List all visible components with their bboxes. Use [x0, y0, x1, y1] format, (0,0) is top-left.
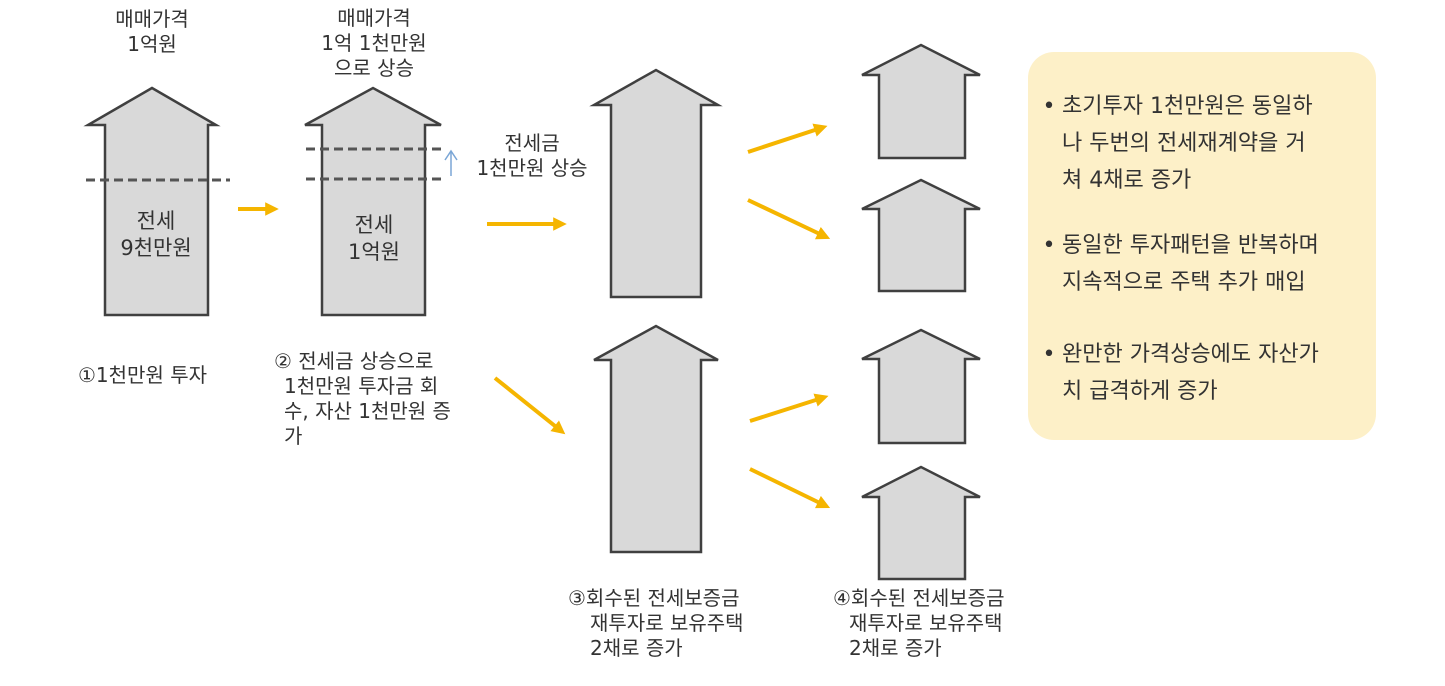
step-3-caption-line-3: 2채로 증가 [590, 636, 683, 660]
step-3-caption-line-2: 재투자로 보유주택 [590, 611, 744, 635]
house-1-price-line-2: 1억원 [127, 32, 177, 56]
house-2-price-label: 매매가격 1억 1천만원 으로 상승 [303, 6, 445, 81]
house-2-price-line-3: 으로 상승 [334, 56, 414, 80]
summary-bullet-2: • 동일한 투자패턴을 반복하며 지속적으로 주택 추가 매입 [1042, 227, 1368, 301]
house-1-inside-label: 전세 9천만원 [100, 208, 212, 262]
house-1-inside-line-1: 전세 [136, 209, 176, 233]
house-1-shape [83, 86, 221, 317]
house-2-inside-line-1: 전세 [354, 213, 394, 237]
summary-bullet-1-line-1: 초기투자 1천만원은 동일하 [1062, 94, 1313, 119]
bullet-dot-icon: • [1042, 94, 1056, 119]
step-1-caption-line-1: ①1천만원 투자 [78, 363, 208, 387]
arrow-house4-to-house8 [749, 467, 831, 509]
summary-bullet-1-line-2: 나 두번의 전세재계약을 거 [1062, 131, 1306, 156]
summary-bullet-1: • 초기투자 1천만원은 동일하 나 두번의 전세재계약을 거 쳐 4채로 증가 [1042, 88, 1368, 199]
step-1-caption: ①1천만원 투자 [78, 363, 207, 388]
summary-bullet-3-line-2: 치 급격하게 증가 [1062, 379, 1218, 404]
jeonse-rise-line-1: 전세금 [504, 131, 560, 155]
step-4-caption: ④회수된 전세보증금 재투자로 보유주택 2채로 증가 [833, 586, 1005, 661]
jeonse-rise-label: 전세금 1천만원 상승 [462, 131, 602, 181]
house-2-shape [304, 86, 442, 317]
house-2-inside-label: 전세 1억원 [318, 212, 430, 266]
house-4-large-shape [593, 324, 719, 554]
step-2-caption: ② 전세금 상승으로 1천만원 투자금 회 수, 자산 1천만원 증 가 [274, 349, 451, 449]
house-2-price-line-2: 1억 1천만원 [321, 31, 427, 55]
step-4-caption-line-1: ④회수된 전세보증금 [833, 586, 1005, 610]
arrow-house3-to-house6 [747, 198, 831, 240]
rise-small-arrow [444, 149, 458, 176]
step-2-caption-line-3: 수, 자산 1천만원 증 [284, 399, 451, 423]
house-1-price-line-1: 매매가격 [115, 7, 189, 31]
house-5-small-shape [861, 43, 981, 160]
summary-note-box: • 초기투자 1천만원은 동일하 나 두번의 전세재계약을 거 쳐 4채로 증가… [1028, 52, 1376, 440]
arrow-step2-to-house4 [493, 376, 566, 435]
summary-bullet-3-line-1: 완만한 가격상승에도 자산가 [1062, 342, 1319, 367]
house-1-price-label: 매매가격 1억원 [92, 7, 212, 57]
arrow-house4-to-house7 [749, 393, 829, 423]
step-2-caption-line-4: 가 [284, 424, 303, 448]
house-7-small-shape [861, 328, 981, 445]
summary-bullet-3: • 완만한 가격상승에도 자산가 치 급격하게 증가 [1042, 336, 1368, 410]
house-2-price-line-1: 매매가격 [337, 6, 411, 30]
summary-bullet-1-line-3: 쳐 4채로 증가 [1062, 168, 1192, 193]
house-6-small-shape [861, 178, 981, 293]
step-2-caption-line-1: ② 전세금 상승으로 [274, 349, 434, 373]
step-3-caption-line-1: ③회수된 전세보증금 [568, 586, 740, 610]
step-2-caption-line-2: 1천만원 투자금 회 [284, 374, 439, 398]
house-2-inside-line-2: 1억원 [347, 240, 400, 264]
jeonse-rise-line-2: 1천만원 상승 [476, 156, 588, 180]
summary-bullet-2-line-2: 지속적으로 주택 추가 매입 [1062, 270, 1306, 295]
bullet-dot-icon: • [1042, 233, 1056, 258]
bullet-dot-icon: • [1042, 342, 1056, 367]
house-8-small-shape [861, 465, 981, 581]
summary-bullet-2-line-1: 동일한 투자패턴을 반복하며 [1062, 233, 1319, 258]
step-4-caption-line-2: 재투자로 보유주택 [849, 611, 1003, 635]
house-3-large-shape [589, 68, 723, 299]
step-4-caption-line-3: 2채로 증가 [849, 636, 942, 660]
step-3-caption: ③회수된 전세보증금 재투자로 보유주택 2채로 증가 [568, 586, 744, 661]
arrow-house3-to-house5 [747, 123, 828, 154]
house-1-inside-line-2: 9천만원 [120, 236, 192, 260]
